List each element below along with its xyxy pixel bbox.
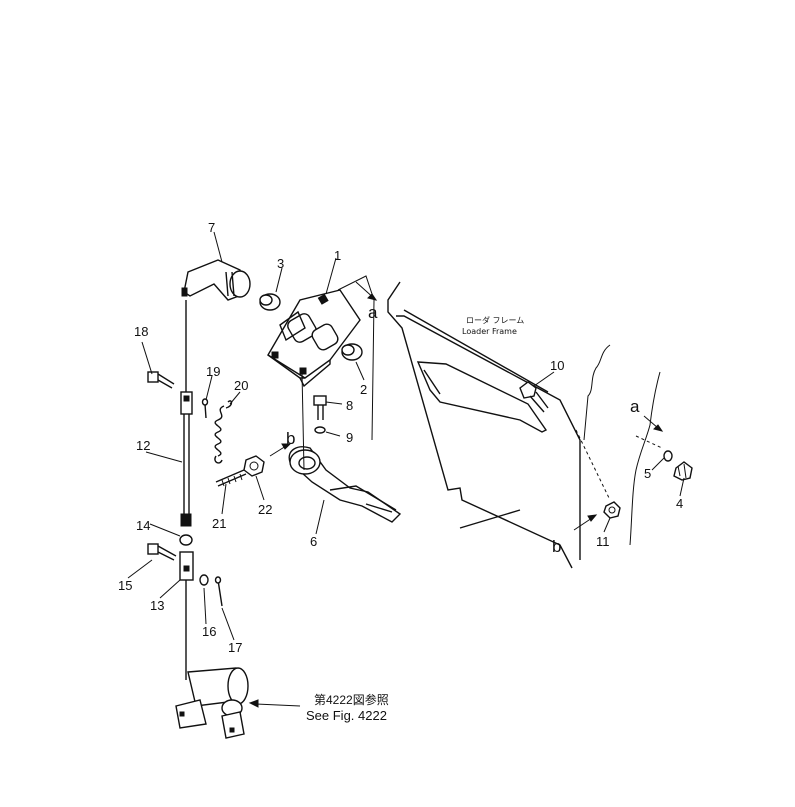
cotter-pin-19 [201, 398, 209, 419]
leader-lines [127, 231, 685, 641]
marker-b-right: b [552, 537, 561, 556]
figure-reference-en: See Fig. 4222 [306, 708, 387, 723]
frame-label-jp: ローダ フレーム [466, 315, 524, 325]
bolt-15 [147, 543, 177, 561]
marker-b-left: b [286, 429, 295, 448]
letter-markers: a b a b [286, 303, 640, 556]
callout-7: 7 [208, 220, 215, 235]
callout-5: 5 [644, 466, 651, 481]
stop-bolt-21 [215, 469, 247, 487]
spring-20 [214, 400, 233, 464]
callout-20: 20 [234, 378, 248, 393]
callout-6: 6 [310, 534, 317, 549]
callout-14: 14 [136, 518, 150, 533]
nut-11 [603, 501, 621, 519]
washer-5 [663, 450, 673, 462]
callout-4: 4 [676, 496, 683, 511]
callout-1: 1 [334, 248, 341, 263]
arrows [248, 281, 664, 708]
bushing-2 [341, 343, 363, 361]
marker-a-right: a [630, 397, 640, 416]
lever-arm [181, 259, 251, 301]
loader-frame [387, 281, 661, 569]
callouts: 1 2 3 4 5 6 7 8 9 10 11 12 13 14 15 16 1… [118, 220, 683, 655]
callout-11: 11 [596, 534, 610, 549]
callout-9: 9 [346, 430, 353, 445]
rod-assembly [179, 300, 194, 680]
callout-3: 3 [277, 256, 284, 271]
callout-21: 21 [212, 516, 226, 531]
callout-10: 10 [550, 358, 564, 373]
bolt-10 [519, 381, 549, 413]
callout-17: 17 [228, 640, 242, 655]
callout-8: 8 [346, 398, 353, 413]
figure-reference-jp: 第4222図参照 [314, 692, 389, 707]
lower-lever [175, 667, 249, 739]
pedal-bracket [267, 289, 361, 388]
pedal [288, 446, 402, 523]
callout-12: 12 [136, 438, 150, 453]
cotter-pin-17 [214, 576, 223, 607]
bolt-18 [147, 371, 175, 389]
callout-18: 18 [134, 324, 148, 339]
bushing-3 [259, 293, 281, 311]
frame-label-en: Loader Frame [462, 327, 517, 336]
bolt-4 [673, 461, 693, 481]
callout-13: 13 [150, 598, 164, 613]
marker-a-left: a [368, 303, 378, 322]
callout-15: 15 [118, 578, 132, 593]
callout-2: 2 [360, 382, 367, 397]
callout-22: 22 [258, 502, 272, 517]
washer-16 [199, 574, 209, 586]
washer-9 [314, 426, 326, 434]
nut-22 [243, 455, 265, 477]
center-lines [301, 275, 663, 501]
callout-16: 16 [202, 624, 216, 639]
callout-19: 19 [206, 364, 220, 379]
bolt-8 [313, 395, 327, 420]
